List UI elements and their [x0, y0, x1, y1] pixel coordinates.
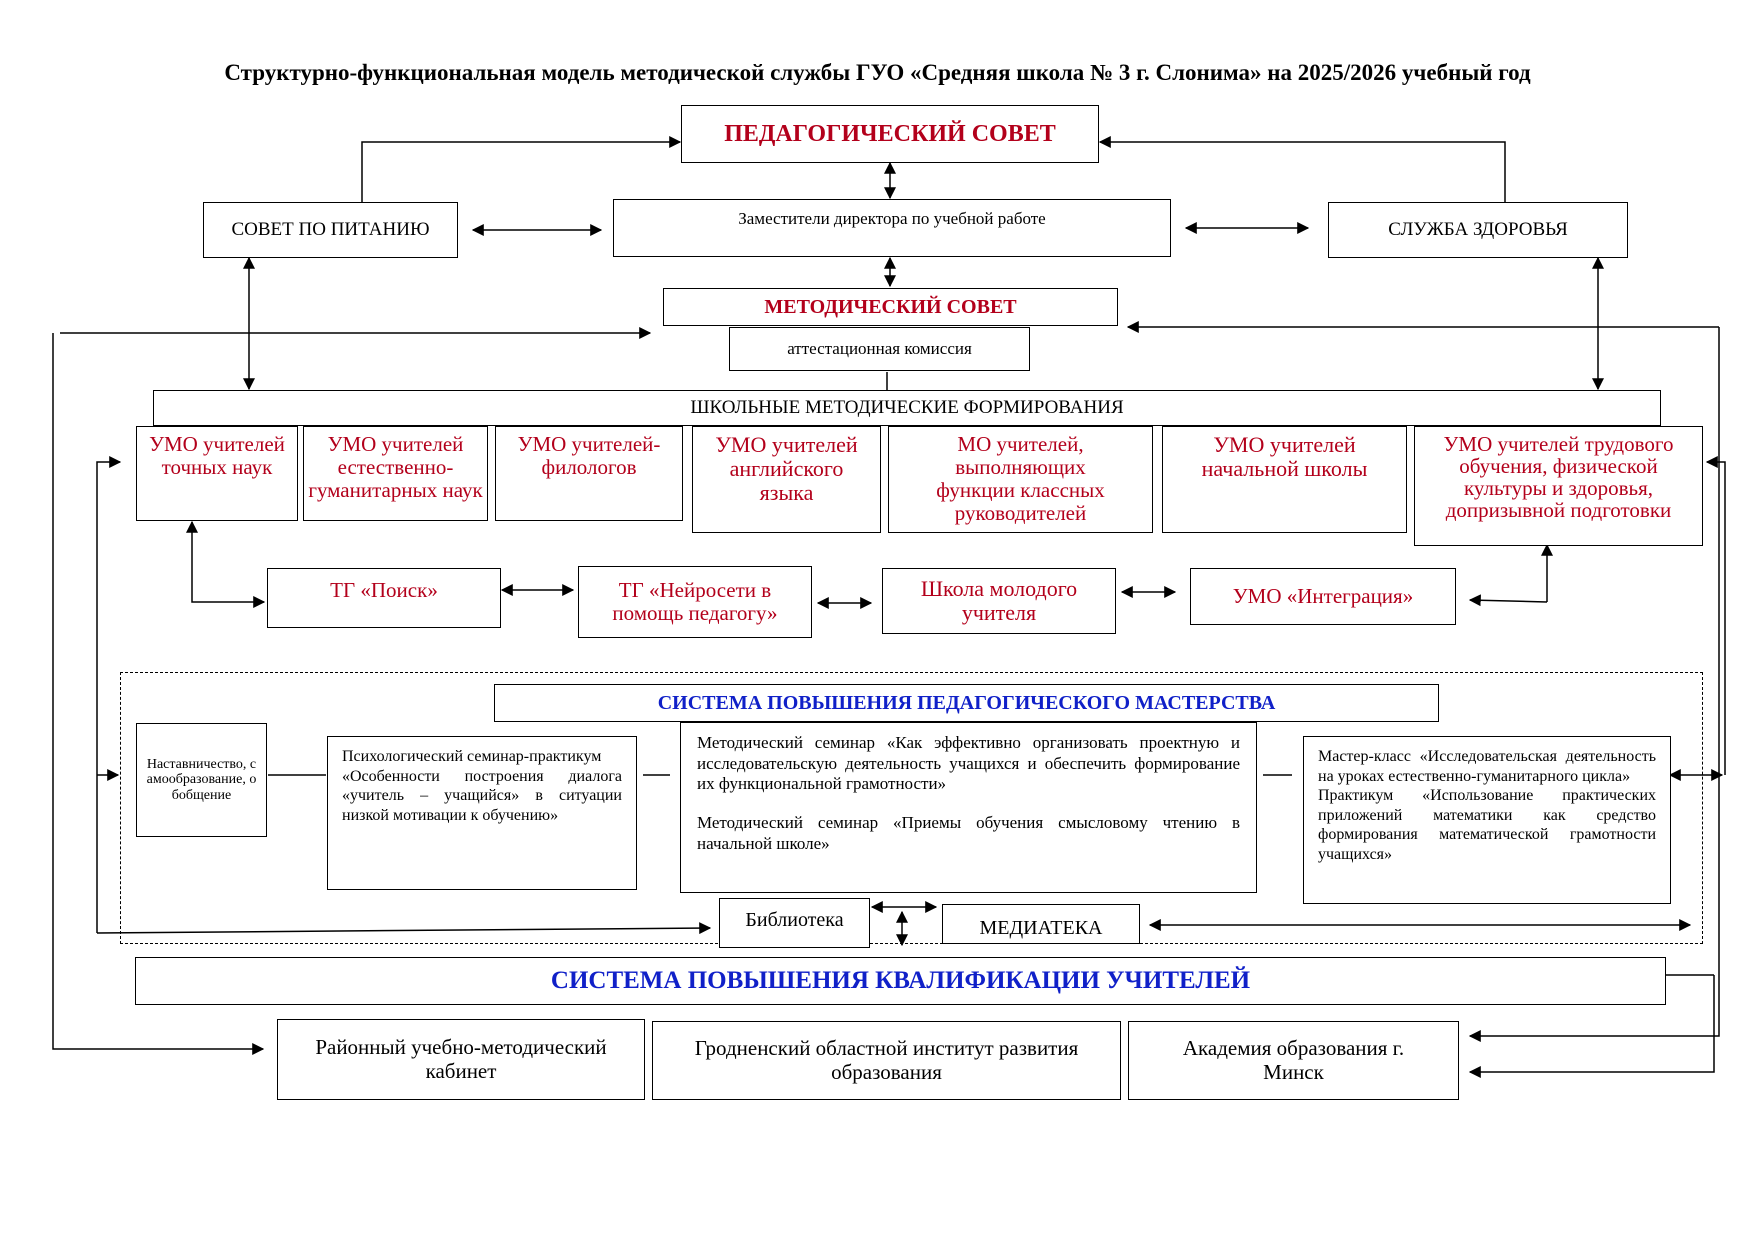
umo-exact-sciences: УМО учителей точных наук [136, 426, 298, 521]
grodno-institute: Гродненский областной институт развития … [652, 1021, 1121, 1100]
umo-natural-humanities: УМО учителей естественно-гуманитарных на… [303, 426, 488, 521]
umo-philologists: УМО учителей-филологов [495, 426, 683, 521]
tg-neural-networks: ТГ «Нейросети в помощь педагогу» [578, 566, 812, 638]
ped-council-box: ПЕДАГОГИЧЕСКИЙ СОВЕТ [681, 105, 1099, 163]
practicum-1: Практикум «Использование практических пр… [1318, 787, 1656, 863]
academy-minsk: Академия образования г. Минск [1128, 1021, 1459, 1100]
master-class-1: Мастер-класс «Исследовательская деятельн… [1318, 748, 1656, 785]
umo-primary-school: УМО учителей начальной школы [1162, 426, 1407, 533]
deputies-box: Заместители директора по учебной работе [613, 199, 1171, 257]
mo-class-teachers: МО учителей, выполняющих функции классны… [888, 426, 1153, 533]
psych-seminar-box: Психологический семинар-практикум «Особе… [327, 736, 637, 890]
school-formations-box: ШКОЛЬНЫЕ МЕТОДИЧЕСКИЕ ФОРМИРОВАНИЯ [153, 390, 1661, 426]
health-service-box: СЛУЖБА ЗДОРОВЬЯ [1328, 202, 1628, 258]
attestation-box: аттестационная комиссия [729, 327, 1030, 371]
young-teacher-school: Школа молодого учителя [882, 568, 1116, 634]
psych-seminar-line2: «Особенности построения диалога «учитель… [342, 767, 622, 824]
method-seminar-2: Методический семинар «Приемы обучения см… [697, 813, 1240, 853]
master-class-box: Мастер-класс «Исследовательская деятельн… [1303, 736, 1671, 904]
district-method-office: Районный учебно-методический кабинет [277, 1019, 645, 1100]
nutrition-council-box: СОВЕТ ПО ПИТАНИЮ [203, 202, 458, 258]
tg-poisk: ТГ «Поиск» [267, 568, 501, 628]
library-box: Библиотека [719, 898, 870, 948]
method-seminars-box: Методический семинар «Как эффективно орг… [680, 722, 1257, 893]
method-seminar-1: Методический семинар «Как эффективно орг… [697, 733, 1240, 794]
method-council-box: МЕТОДИЧЕСКИЙ СОВЕТ [663, 288, 1118, 326]
umo-english: УМО учителей английского языка [692, 426, 881, 533]
umo-labor-pe: УМО учителей трудового обучения, физичес… [1414, 426, 1703, 546]
qualification-system-box: СИСТЕМА ПОВЫШЕНИЯ КВАЛИФИКАЦИИ УЧИТЕЛЕЙ [135, 957, 1666, 1005]
umo-integration: УМО «Интеграция» [1190, 568, 1456, 625]
psych-seminar-line1: Психологический семинар-практикум [342, 748, 602, 765]
page-title: Структурно-функциональная модель методич… [224, 60, 1531, 85]
mastery-system-title: СИСТЕМА ПОВЫШЕНИЯ ПЕДАГОГИЧЕСКОГО МАСТЕР… [494, 684, 1439, 722]
mediateka-box: МЕДИАТЕКА [942, 904, 1140, 944]
mentoring-box: Наставничество, самообразование, обобщен… [136, 723, 267, 837]
mastery-system-area [120, 672, 1703, 944]
